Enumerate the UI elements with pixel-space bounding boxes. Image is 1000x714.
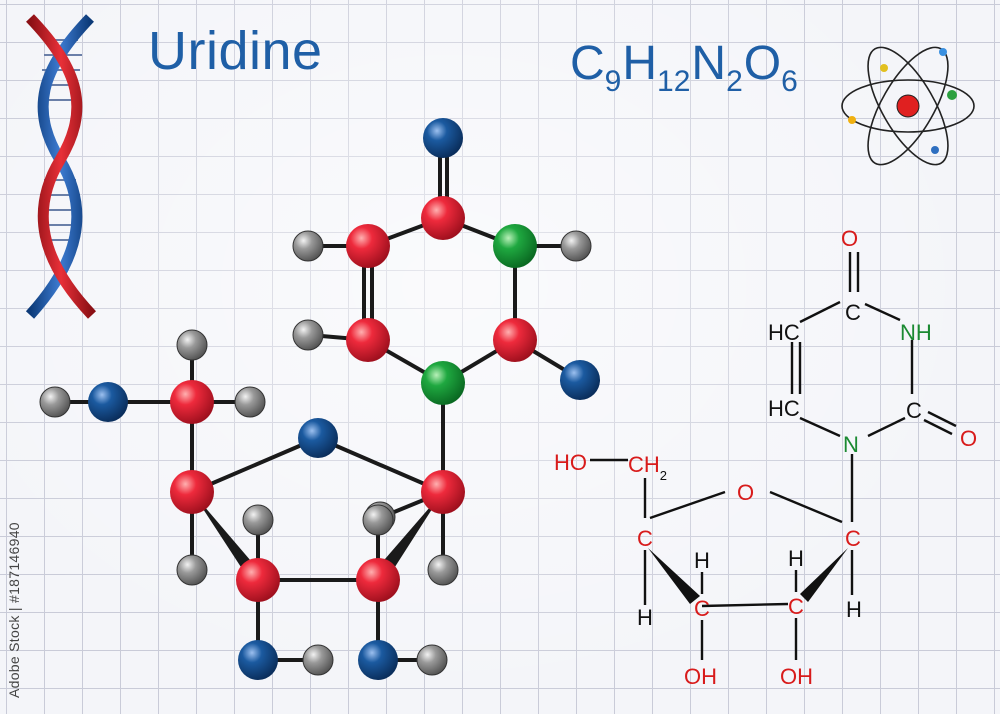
label-o-right: O bbox=[960, 426, 977, 451]
label-oh-right: OH bbox=[780, 664, 813, 689]
label-c-right: C bbox=[845, 526, 861, 551]
label-c-bottom-left: C bbox=[694, 596, 710, 621]
label-hc-lower: HC bbox=[768, 396, 800, 421]
label-ch-subscript: 2 bbox=[660, 468, 667, 483]
label-oh-left: OH bbox=[684, 664, 717, 689]
label-o-ring: O bbox=[737, 480, 754, 505]
label-h-left: H bbox=[637, 605, 653, 630]
molecular-formula: C9H12N2O6 bbox=[570, 37, 798, 98]
label-h-br-up: H bbox=[788, 546, 804, 571]
label-hc-upper: HC bbox=[768, 320, 800, 345]
molecule-title: Uridine bbox=[148, 21, 323, 81]
label-n-ring: N bbox=[843, 432, 859, 457]
label-c-left: C bbox=[637, 526, 653, 551]
label-ho: HO bbox=[554, 450, 587, 475]
label-h-bl-up: H bbox=[694, 548, 710, 573]
label-ch-text: CH bbox=[628, 452, 660, 477]
label-c-bottom-right: C bbox=[788, 594, 804, 619]
label-ch: CH2 bbox=[628, 452, 667, 483]
label-o-top: O bbox=[841, 226, 858, 251]
stock-watermark: Adobe Stock | #187146940 bbox=[6, 522, 22, 698]
label-c-carbonyl-top: C bbox=[845, 300, 861, 325]
label-c-carbonyl-right: C bbox=[906, 398, 922, 423]
dna-helix-icon bbox=[25, 14, 96, 319]
label-nh: NH bbox=[900, 320, 932, 345]
label-h-right: H bbox=[846, 597, 862, 622]
